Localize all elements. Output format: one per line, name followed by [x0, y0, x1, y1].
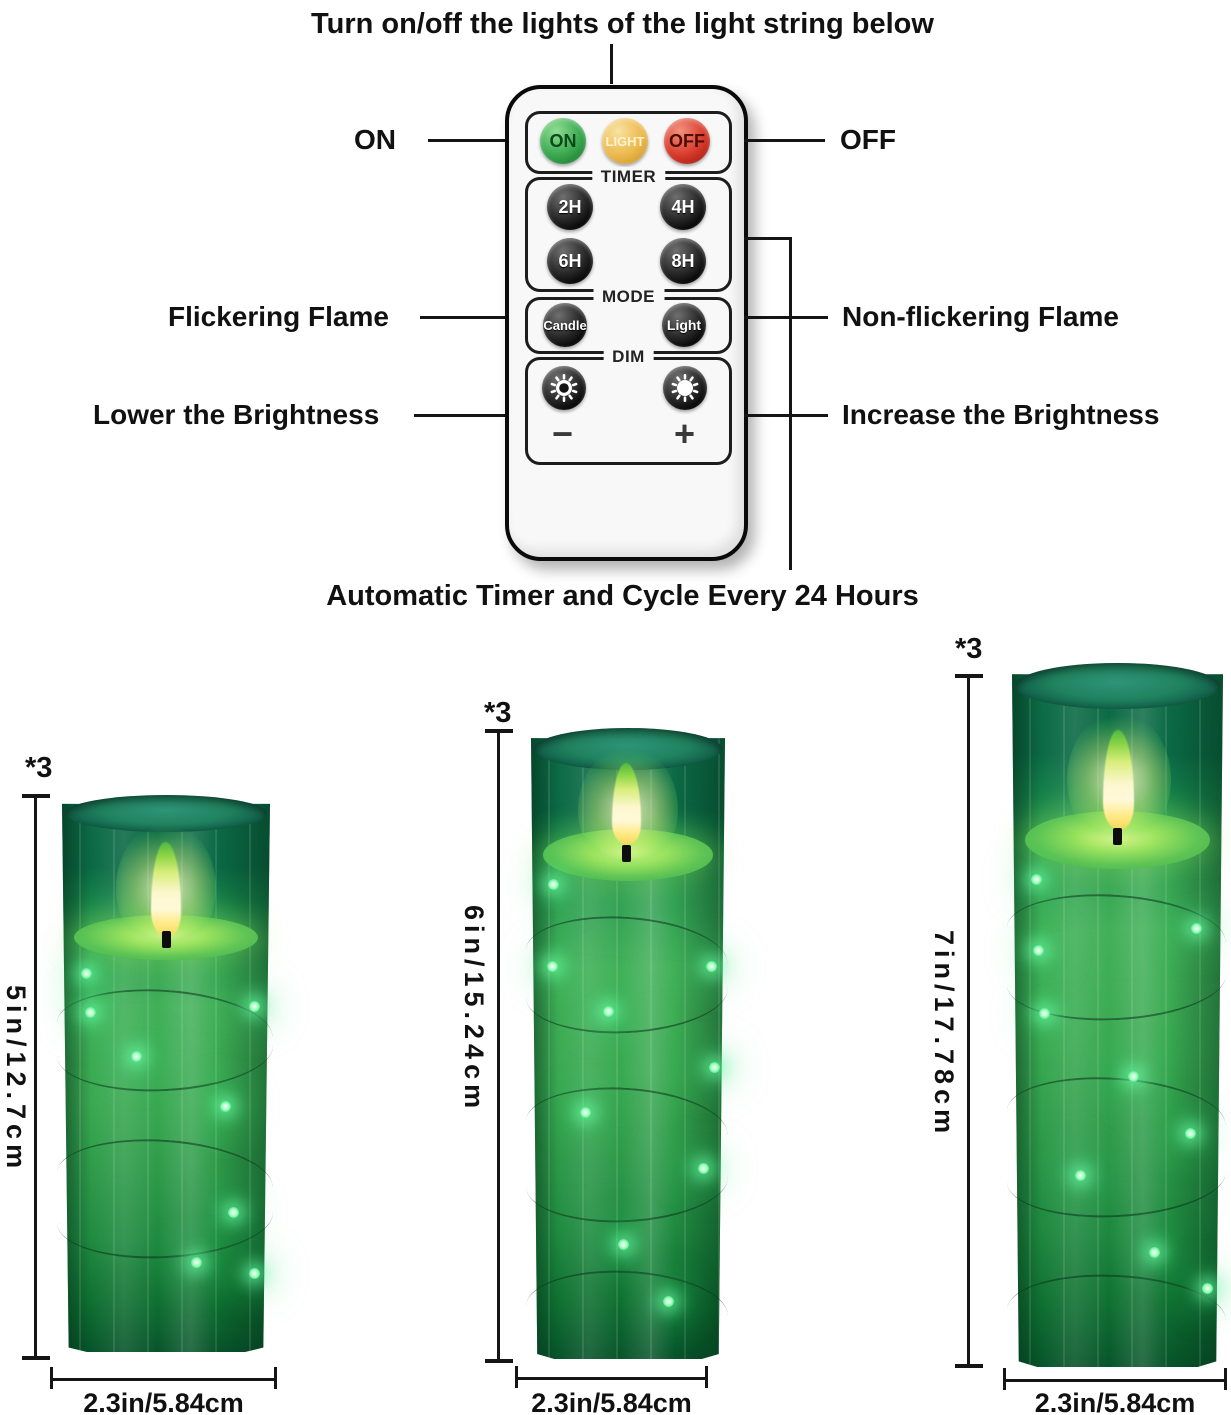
dim-group: DIM [525, 347, 732, 465]
timer-8h-button[interactable]: 8H [660, 238, 706, 284]
candle3-quantity: *3 [955, 633, 983, 665]
led-light [190, 1257, 202, 1269]
timer-group-label: TIMER [591, 167, 666, 187]
led-light [662, 1295, 674, 1307]
candle1-height-label: 5in/12.7cm [1, 985, 31, 1174]
candle2-height-label: 6in/15.24cm [459, 905, 489, 1114]
led-light [1149, 1247, 1161, 1259]
candle2-width-line [515, 1377, 708, 1380]
led-light [602, 1005, 614, 1017]
led-light [249, 1268, 261, 1280]
lower-callout-line [414, 414, 505, 417]
title-connector-line [610, 44, 613, 84]
on-label: ON [354, 124, 396, 155]
remote-control: ON LIGHT OFF TIMER 2H 4H 6H 8H MODE Cand… [505, 85, 748, 561]
led-light [579, 1106, 591, 1118]
sun-bright-icon [669, 372, 701, 404]
candle2-width-label: 2.3in/5.84cm [531, 1388, 692, 1415]
candle2-wick [622, 844, 632, 862]
candle3-glass-rim [1015, 663, 1220, 710]
led-light [1185, 1127, 1197, 1139]
led-light [705, 961, 717, 973]
off-button[interactable]: OFF [664, 118, 710, 164]
led-light [546, 961, 558, 973]
dim-up-button[interactable] [663, 366, 707, 410]
mode-group-label: MODE [593, 287, 664, 307]
increase-label: Increase the Brightness [842, 399, 1160, 430]
led-light [220, 1101, 232, 1113]
on-button[interactable]: ON [540, 118, 586, 164]
dim-group-label: DIM [603, 347, 654, 367]
led-light [709, 1062, 721, 1074]
led-light [618, 1239, 630, 1251]
timer-callout-line [744, 237, 792, 240]
light-mode-button[interactable]: Light [662, 303, 706, 347]
candle3-wick [1113, 828, 1123, 846]
candle2-height-cap-bottom [485, 1359, 513, 1363]
candle1-width-label: 2.3in/5.84cm [83, 1388, 244, 1415]
dim-down-button[interactable] [542, 366, 586, 410]
candle3-width-label: 2.3in/5.84cm [1034, 1388, 1196, 1415]
candle3-image [1006, 663, 1229, 1367]
led-light [1033, 944, 1045, 956]
sun-dim-icon [548, 372, 580, 404]
candle3-flame [1102, 729, 1134, 830]
light-button[interactable]: LIGHT [602, 118, 648, 164]
off-callout-line [744, 139, 825, 142]
power-button-group: ON LIGHT OFF [525, 111, 732, 174]
candle3-height-label: 7in/17.78cm [929, 930, 959, 1139]
candle1-width-line [50, 1378, 277, 1381]
led-light [80, 967, 92, 979]
candle1-wick [161, 931, 171, 949]
candle3-height-line [967, 676, 970, 1366]
off-label: OFF [840, 124, 896, 155]
candle1-height-cap-bottom [22, 1356, 50, 1360]
led-light [1030, 874, 1042, 886]
led-light [697, 1163, 709, 1175]
candle1-quantity: *3 [25, 752, 53, 784]
nonflickering-callout-line [744, 316, 828, 319]
candle2-image [525, 728, 731, 1359]
increase-callout-line [744, 414, 828, 417]
mode-group: MODE Candle Light [525, 287, 732, 354]
led-light [548, 879, 560, 891]
nonflickering-label: Non-flickering Flame [842, 301, 1119, 332]
timer-group: TIMER 2H 4H 6H 8H [525, 167, 732, 292]
lower-label: Lower the Brightness [93, 399, 380, 430]
candle1-image [56, 795, 276, 1352]
candle-mode-button[interactable]: Candle [543, 303, 587, 347]
led-light [84, 1006, 96, 1018]
timer-4h-button[interactable]: 4H [660, 184, 706, 230]
candle3-width-line [1003, 1379, 1227, 1382]
led-light [1075, 1169, 1087, 1181]
led-light [1201, 1282, 1213, 1294]
candle1-width-cap-right [274, 1367, 277, 1389]
flickering-callout-line [420, 316, 505, 319]
flickering-label: Flickering Flame [168, 301, 389, 332]
timer-callout-drop-line [789, 237, 792, 570]
candle2-quantity: *3 [484, 697, 512, 729]
led-light [249, 1001, 261, 1013]
led-light [228, 1207, 240, 1219]
dim-plus-symbol: + [674, 413, 696, 454]
timer-2h-button[interactable]: 2H [547, 184, 593, 230]
candle3-height-cap-bottom [955, 1364, 983, 1368]
led-light [1039, 1007, 1051, 1019]
led-light [1191, 923, 1203, 935]
led-light [130, 1051, 142, 1063]
candle2-height-line [497, 731, 500, 1361]
candle1-height-line [34, 796, 37, 1358]
led-light [1128, 1071, 1140, 1083]
timer-caption: Automatic Timer and Cycle Every 24 Hours [326, 580, 919, 612]
timer-6h-button[interactable]: 6H [547, 238, 593, 284]
candle3-width-cap-right [1224, 1368, 1227, 1390]
candle2-width-cap-right [705, 1366, 708, 1388]
on-callout-line [428, 139, 505, 142]
page-title: Turn on/off the lights of the light stri… [311, 8, 934, 40]
dim-minus-symbol: − [552, 413, 574, 454]
